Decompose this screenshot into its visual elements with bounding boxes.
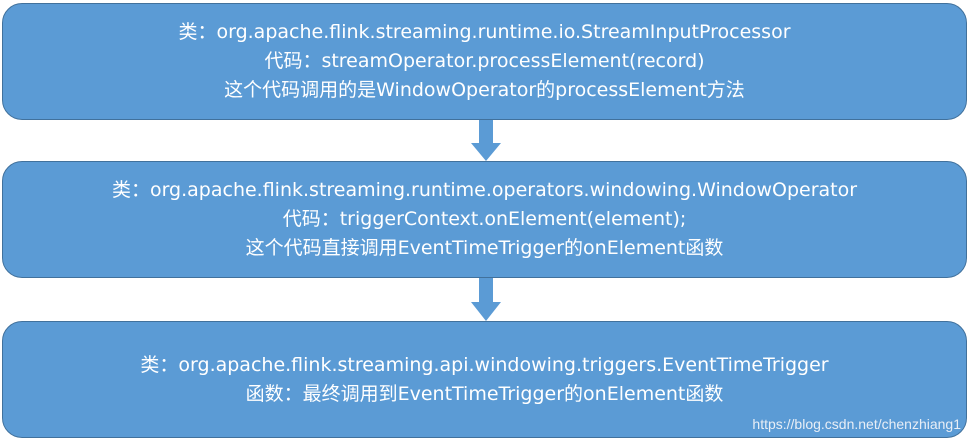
- step-box-2: 类：org.apache.flink.streaming.runtime.ope…: [2, 161, 967, 278]
- step-1-code-line: 代码：streamOperator.processElement(record): [264, 50, 705, 72]
- step-2-code-line: 代码：triggerContext.onElement(element);: [282, 208, 687, 230]
- step-box-3: 类：org.apache.flink.streaming.api.windowi…: [2, 321, 967, 438]
- step-box-1: 类：org.apache.flink.streaming.runtime.io.…: [2, 3, 967, 120]
- step-3-function-line: 函数：最终调用到EventTimeTrigger的onElement函数: [245, 382, 724, 405]
- step-2-class-line: 类：org.apache.flink.streaming.runtime.ope…: [111, 179, 858, 201]
- step-3-class-line: 类：org.apache.flink.streaming.api.windowi…: [140, 353, 829, 376]
- step-1-note-line: 这个代码调用的是WindowOperator的processElement方法: [224, 79, 745, 101]
- down-arrow-icon: [471, 278, 501, 321]
- step-2-note-line: 这个代码直接调用EventTimeTrigger的onElement函数: [245, 237, 724, 259]
- step-1-class-line: 类：org.apache.flink.streaming.runtime.io.…: [178, 21, 791, 43]
- watermark-text: https://blog.csdn.net/chenzhiang1: [752, 416, 961, 432]
- down-arrow-icon: [471, 120, 501, 161]
